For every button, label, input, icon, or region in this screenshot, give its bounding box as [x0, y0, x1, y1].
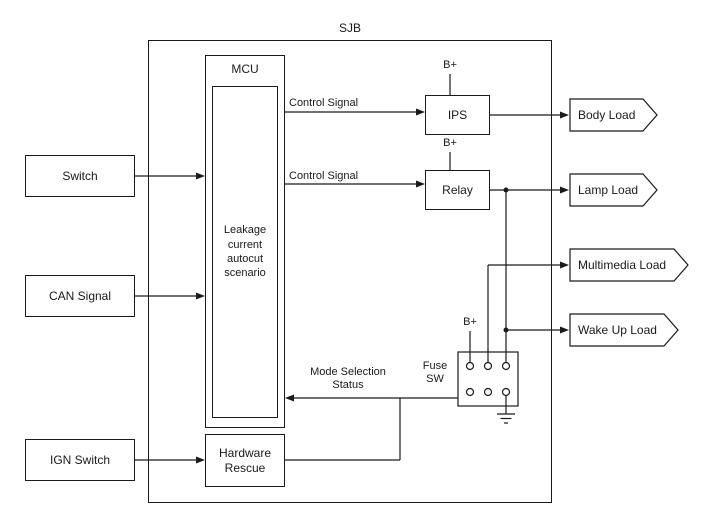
- wake-up-load-label: Wake Up Load: [578, 323, 657, 337]
- mcu-label: MCU: [231, 62, 259, 76]
- leakage-scenario-box: Leakage current autocut scenario: [212, 86, 278, 418]
- ign-switch-box: IGN Switch: [25, 439, 135, 481]
- bplus-relay-label: B+: [443, 137, 457, 149]
- fuse-terminals: [465, 361, 511, 397]
- control-signal-relay-label: Control Signal: [289, 170, 359, 182]
- arrow-into-mcu: [196, 172, 205, 180]
- junction-dot: [503, 327, 509, 333]
- ips-box: IPS: [425, 95, 490, 135]
- arrowheads: [196, 108, 569, 464]
- load-shapes: [569, 98, 689, 347]
- lamp-load-label: Lamp Load: [578, 183, 639, 197]
- arrow-into-multimedia-load: [560, 261, 569, 269]
- hardware-rescue-box: Hardware Rescue: [205, 434, 285, 487]
- fuse-sw-label: Fuse SW: [422, 360, 448, 385]
- ips-label: IPS: [447, 107, 468, 122]
- mode-selection-status-label: Mode Selection Status: [310, 366, 386, 391]
- lamp-load-shape: [569, 173, 658, 207]
- relay-box: Relay: [425, 170, 490, 210]
- sjb-title: SJB: [338, 21, 361, 35]
- arrow-into-body-load: [560, 111, 569, 119]
- wake-up-load-shape: [569, 313, 679, 347]
- relay-label: Relay: [442, 182, 473, 197]
- arrow-into-lamp-load: [560, 186, 569, 194]
- can-signal-label: CAN Signal: [48, 288, 112, 303]
- can-signal-box: CAN Signal: [25, 275, 135, 317]
- leakage-scenario-label: Leakage current autocut scenario: [223, 224, 267, 280]
- arrow-into-hardware-rescue: [196, 456, 205, 464]
- sjb-container-box: [148, 40, 552, 503]
- arrow-into-relay: [416, 180, 425, 188]
- mcu-box: MCU Leakage current autocut scenario: [205, 55, 285, 428]
- multimedia-load-shape: [569, 248, 689, 282]
- arrow-into-mcu: [196, 292, 205, 300]
- arrow-into-mcu-status: [285, 394, 294, 402]
- switch-box: Switch: [25, 155, 135, 197]
- bplus-fuse-label: B+: [463, 316, 477, 328]
- bplus-ips-label: B+: [443, 59, 457, 71]
- control-signal-ips-label: Control Signal: [289, 97, 359, 109]
- arrow-into-wake-up-load: [560, 326, 569, 334]
- multimedia-load-label: Multimedia Load: [578, 258, 667, 272]
- body-load-label: Body Load: [578, 108, 636, 122]
- switch-label: Switch: [62, 168, 98, 183]
- ground-symbol: [497, 395, 515, 424]
- body-load-shape: [569, 98, 658, 132]
- arrow-into-ips: [416, 108, 425, 116]
- ign-switch-label: IGN Switch: [49, 452, 110, 467]
- junction-dot: [503, 187, 509, 193]
- hardware-rescue-label: Hardware Rescue: [218, 445, 272, 475]
